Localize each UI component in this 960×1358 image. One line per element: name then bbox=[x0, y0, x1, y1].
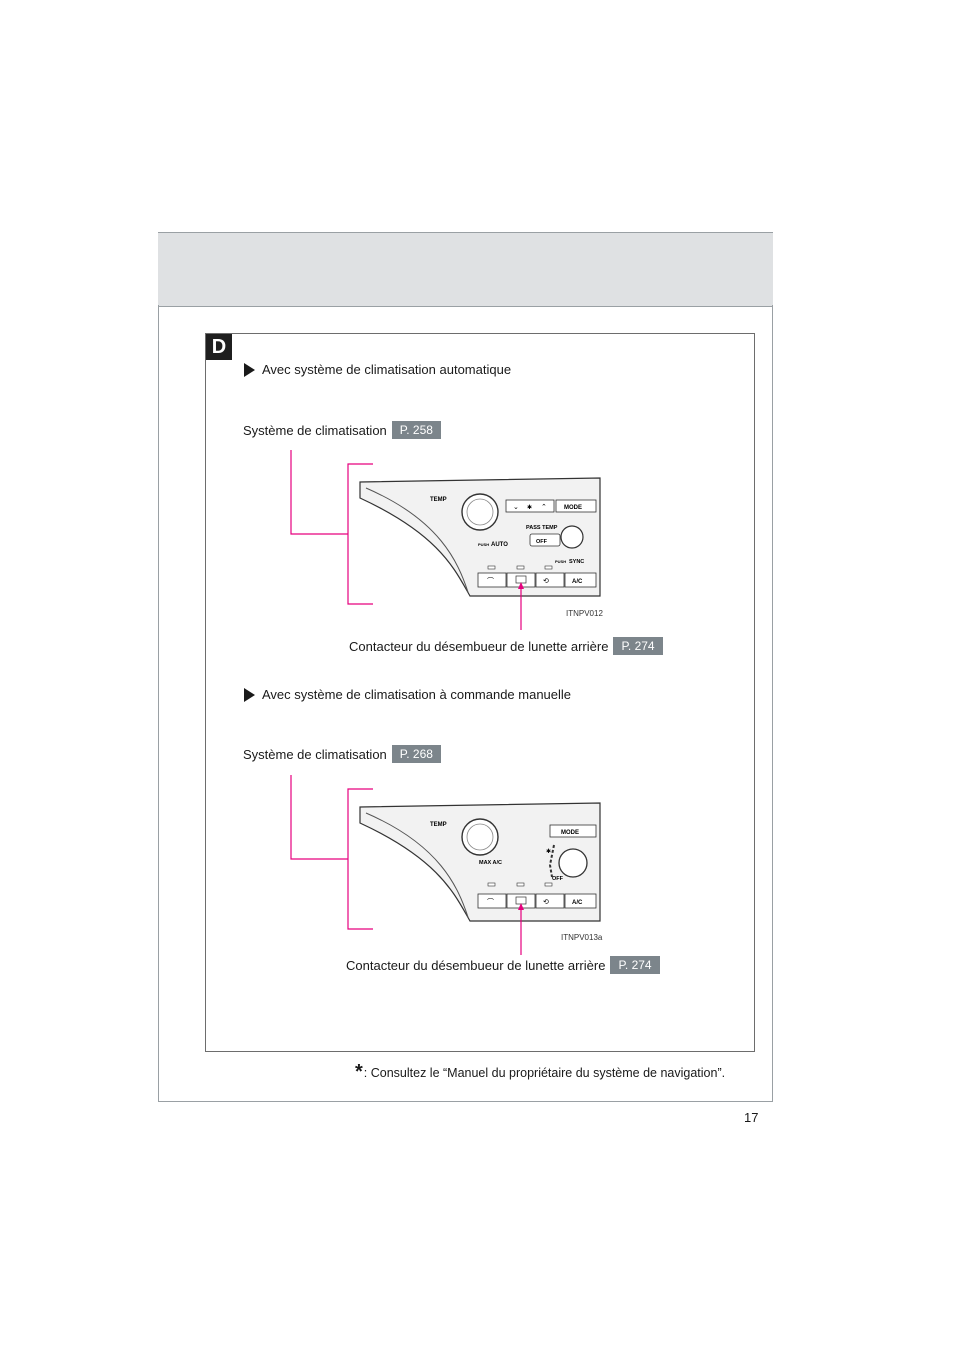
manual-defogger-label: Contacteur du désembueur de lunette arri… bbox=[346, 957, 606, 973]
auto-defogger-label: Contacteur du désembueur de lunette arri… bbox=[349, 638, 609, 654]
auto-system-bracket bbox=[347, 463, 373, 605]
manual-panel-off-text: OFF bbox=[552, 876, 564, 882]
auto-panel-illustration: TEMP ⌄ ✱ ⌃ MODE PASS TEMP OFF PUSH AUTO … bbox=[290, 450, 601, 630]
manual-panel-trim bbox=[365, 812, 469, 918]
manual-panel-code: ITNPV013a bbox=[561, 933, 603, 942]
header-band bbox=[158, 232, 773, 307]
auto-heading-text: Avec système de climatisation automatiqu… bbox=[262, 362, 512, 377]
indicator-led bbox=[544, 565, 553, 570]
auto-temp-knob-inner bbox=[466, 498, 494, 526]
manual-panel-mode-text: MODE bbox=[561, 830, 579, 836]
auto-panel-temp-text: TEMP bbox=[430, 497, 447, 503]
page-number: 17 bbox=[744, 1110, 759, 1125]
ac-button-shape bbox=[564, 572, 597, 588]
recirculation-icon: ⟲ bbox=[543, 578, 549, 585]
auto-system-label: Système de climatisation bbox=[243, 422, 387, 438]
auto-panel-mode-text: MODE bbox=[564, 505, 582, 511]
manual-defogger-ref[interactable]: P. 274 bbox=[610, 956, 660, 974]
manual-system-ref[interactable]: P. 268 bbox=[391, 745, 441, 763]
manual-system-bracket-line bbox=[290, 775, 348, 860]
auto-defogger-callout: Contacteur du désembueur de lunette arri… bbox=[349, 637, 663, 655]
manual-heading: Avec système de climatisation à commande… bbox=[244, 687, 571, 702]
manual-heading-text: Avec système de climatisation à commande… bbox=[262, 687, 572, 702]
ac-button-shape bbox=[564, 893, 597, 909]
fan-speed-scale bbox=[548, 844, 555, 878]
auto-panel-push2-text: PUSH bbox=[555, 559, 566, 564]
content-frame bbox=[205, 333, 755, 1052]
callout-arrowhead-icon bbox=[518, 903, 524, 910]
recirculation-button-shape bbox=[535, 572, 565, 588]
manual-mode-button-shape bbox=[549, 824, 597, 838]
auto-panel-auto-text: AUTO bbox=[491, 542, 508, 548]
auto-defogger-ref[interactable]: P. 274 bbox=[613, 637, 663, 655]
auto-system-ref[interactable]: P. 258 bbox=[391, 421, 441, 439]
manual-panel-ac-text: A/C bbox=[572, 900, 583, 906]
auto-system-callout: Système de climatisation P. 258 bbox=[243, 421, 441, 439]
auto-panel-ac-text: A/C bbox=[572, 579, 583, 585]
fan-down-chevron-icon: ⌄ bbox=[513, 504, 519, 511]
manual-system-callout: Système de climatisation P. 268 bbox=[243, 745, 441, 763]
page-rule-bottom bbox=[158, 1101, 773, 1102]
indicator-led bbox=[516, 882, 525, 887]
fan-icon: ✱ bbox=[546, 848, 551, 855]
recirculation-button-shape bbox=[535, 893, 565, 909]
indicator-led bbox=[544, 882, 553, 887]
auto-pass-knob bbox=[560, 525, 584, 549]
manual-panel-temp-text: TEMP bbox=[430, 822, 447, 828]
indicator-led bbox=[487, 882, 496, 887]
indicator-led bbox=[516, 565, 525, 570]
auto-system-bracket-line bbox=[290, 450, 348, 535]
auto-panel-code: ITNPV012 bbox=[566, 609, 603, 618]
section-badge: D bbox=[206, 334, 232, 360]
manual-system-label: Système de climatisation bbox=[243, 746, 387, 762]
footnote-text: : Consultez le “Manuel du propriétaire d… bbox=[363, 1066, 726, 1080]
footnote: * : Consultez le “Manuel du propriétaire… bbox=[355, 1061, 726, 1083]
auto-mode-button-shape bbox=[555, 499, 597, 513]
fan-icon: ✱ bbox=[527, 504, 532, 511]
indicator-led bbox=[487, 565, 496, 570]
auto-panel-pass-temp-text: PASS TEMP bbox=[526, 525, 558, 531]
front-defrost-icon: ⌒ bbox=[487, 898, 494, 906]
triangle-arrow-icon bbox=[244, 362, 255, 377]
manual-system-bracket bbox=[347, 788, 373, 930]
manual-defogger-callout: Contacteur du désembueur de lunette arri… bbox=[346, 956, 660, 974]
recirculation-icon: ⟲ bbox=[543, 899, 549, 906]
manual-panel-max-ac-text: MAX A/C bbox=[479, 860, 502, 866]
auto-panel-sync-text: SYNC bbox=[569, 559, 584, 565]
auto-fan-rocker bbox=[505, 499, 555, 513]
footnote-asterisk: * bbox=[355, 1061, 363, 1083]
manual-panel-body bbox=[359, 802, 601, 922]
callout-arrowhead-icon bbox=[518, 582, 524, 589]
manual-panel-illustration: TEMP MODE MAX A/C ✱ OFF ⌒ ⟲ A/C bbox=[290, 775, 601, 955]
front-defrost-icon: ⌒ bbox=[487, 577, 494, 585]
auto-heading: Avec système de climatisation automatiqu… bbox=[244, 362, 511, 377]
auto-off-button-shape bbox=[529, 533, 561, 547]
page-rule-right bbox=[772, 305, 773, 1102]
fan-up-chevron-icon: ⌃ bbox=[541, 503, 547, 511]
front-defrost-button-shape bbox=[477, 893, 507, 909]
triangle-arrow-icon bbox=[244, 687, 255, 702]
manual-fan-knob bbox=[558, 848, 588, 878]
manual-temp-knob-inner bbox=[466, 823, 494, 851]
front-defrost-button-shape bbox=[477, 572, 507, 588]
auto-panel-trim bbox=[365, 487, 469, 593]
auto-panel-push1-text: PUSH bbox=[478, 542, 489, 547]
page-rule-left bbox=[158, 305, 159, 1102]
auto-panel-off-text: OFF bbox=[536, 539, 548, 545]
